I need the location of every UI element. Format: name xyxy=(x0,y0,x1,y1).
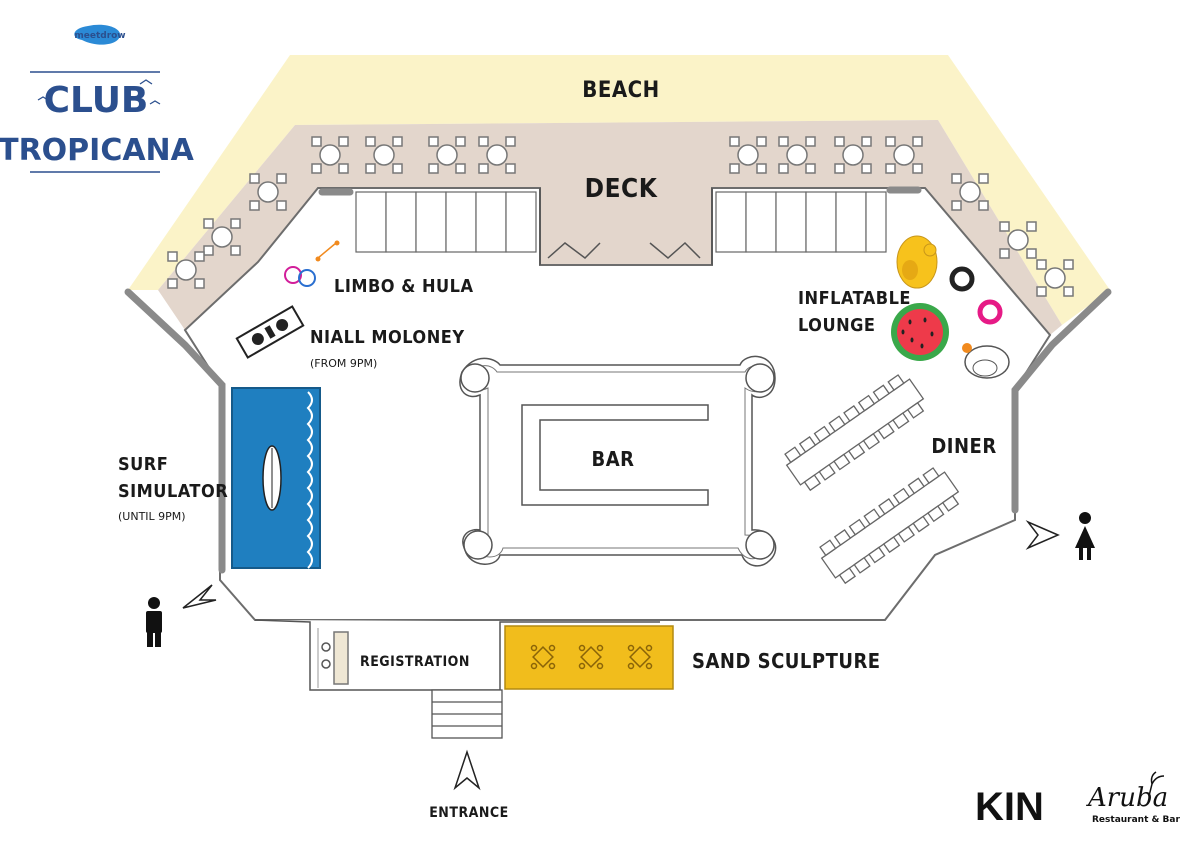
registration-label: REGISTRATION xyxy=(360,654,470,670)
bar-counter xyxy=(459,355,777,567)
club-tropicana-logo: meetdrow CLUB TROPICANA xyxy=(0,24,195,173)
entrance-steps xyxy=(431,689,503,739)
sand-sculpture xyxy=(504,625,674,690)
hula-hoop-icon xyxy=(284,240,340,287)
aruba-logo: Aruba xyxy=(1086,783,1168,813)
swan-float-icon xyxy=(962,343,1010,379)
diner-tables xyxy=(784,374,960,585)
deck-tables-right xyxy=(729,136,1074,297)
beach-label: BEACH xyxy=(582,78,660,103)
ring-float-icon xyxy=(949,266,1003,325)
logo-title-line1: CLUB xyxy=(44,80,149,121)
deck-doors xyxy=(539,188,713,265)
surf-simulator xyxy=(231,387,321,569)
watermelon-float-icon xyxy=(891,303,949,361)
diner-label: DINER xyxy=(931,434,996,458)
logo-title-line2: TROPICANA xyxy=(0,133,195,168)
surf-time-label: (UNTIL 9PM) xyxy=(118,510,186,523)
deck-tables-left xyxy=(167,136,516,289)
west-door-arrow xyxy=(182,584,217,609)
sand-label: SAND SCULPTURE xyxy=(692,649,881,673)
flamingo-float-icon xyxy=(896,235,938,289)
inflatable-label-1: INFLATABLE xyxy=(798,288,911,309)
inflatable-label-2: LOUNGE xyxy=(798,315,876,336)
dj-label: NIALL MOLONEY xyxy=(310,327,465,348)
surf-label-2: SIMULATOR xyxy=(118,481,228,502)
entrance-arrow-icon xyxy=(453,749,481,791)
aruba-sub: Restaurant & Bar xyxy=(1092,815,1180,825)
bar-label: BAR xyxy=(592,447,635,471)
deck-label: DECK xyxy=(585,174,658,204)
beach-area xyxy=(128,55,1110,325)
dj-time-label: (FROM 9PM) xyxy=(310,357,377,370)
female-toilet-icon xyxy=(1075,512,1095,560)
registration-area xyxy=(254,619,660,691)
palm-icon xyxy=(1148,771,1165,797)
logo-brand-text: meetdrow xyxy=(74,31,125,41)
limbo-label: LIMBO & HULA xyxy=(334,276,474,297)
window-benches xyxy=(355,191,887,253)
entrance-label: ENTRANCE xyxy=(429,805,509,821)
male-toilet-icon xyxy=(146,597,162,647)
surfboard-icon xyxy=(262,445,282,511)
east-door-arrow xyxy=(1025,520,1060,550)
walls xyxy=(124,186,1112,574)
surf-label-1: SURF xyxy=(118,454,168,475)
dj-deck-icon xyxy=(235,305,305,359)
kin-logo: KIN xyxy=(975,785,1044,829)
